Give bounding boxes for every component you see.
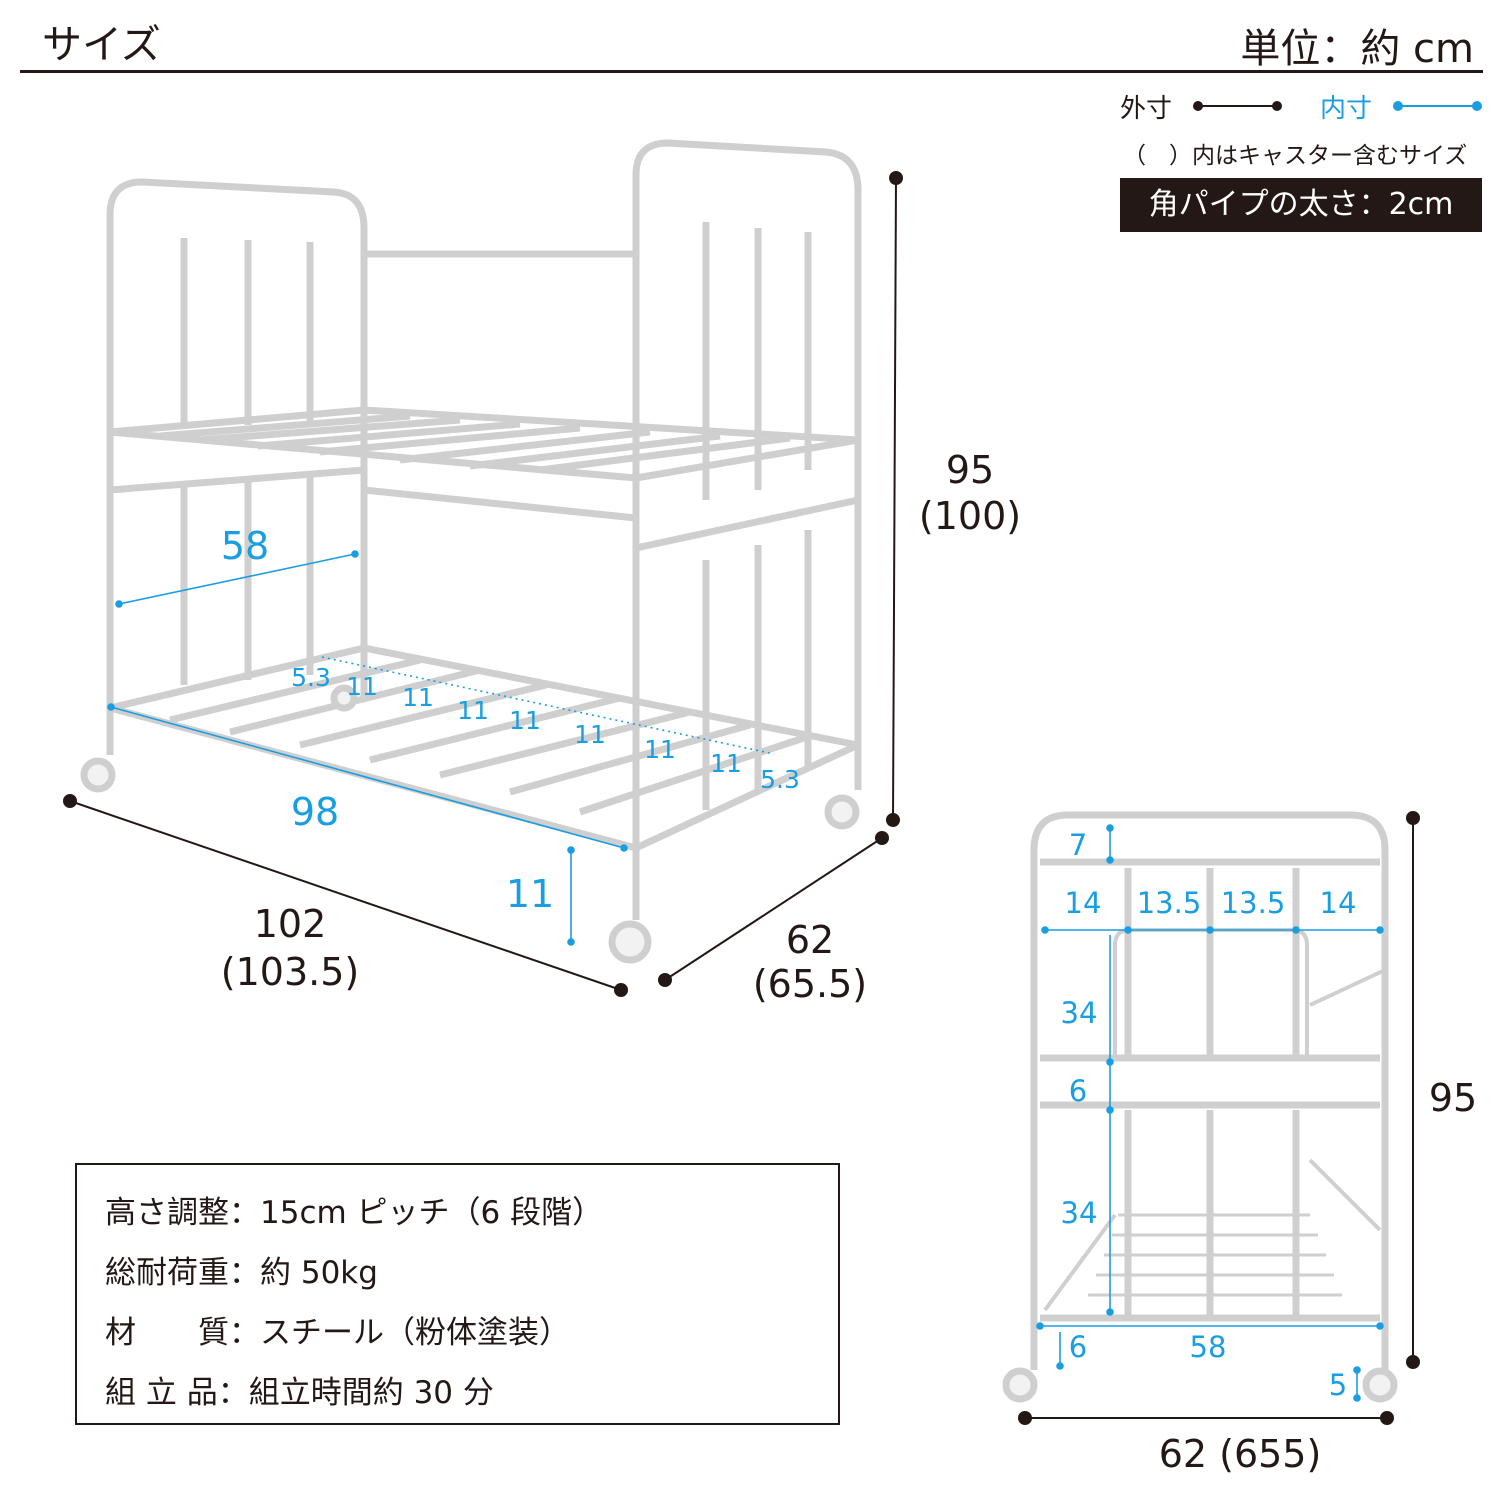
unit-label: 単位：約 cm (1240, 26, 1474, 72)
side-segment-label: 14 (1319, 886, 1357, 920)
slat-gap-label: 11 (509, 706, 541, 735)
pipe-thickness-badge: 角パイプの太さ：2cm (1120, 178, 1482, 232)
side-caster-gap-label: 5 (1328, 1368, 1348, 1402)
side-inner-dimensions (1036, 824, 1384, 1402)
side-inner-depth-label: 58 (1189, 1330, 1227, 1364)
spec-row: 高さ調整：15cm ピッチ（6 段階） (105, 1187, 603, 1232)
main-depth-caster-label: (65.5) (752, 962, 868, 1006)
page-title: サイズ (42, 22, 161, 68)
spec-value: スチール（粉体塗装） (260, 1315, 570, 1351)
main-inner-depth-label: 58 (220, 524, 270, 568)
spec-separator: ： (217, 1375, 249, 1411)
main-outer-dimensions (63, 171, 903, 997)
slat-gap-label: 11 (457, 696, 489, 725)
side-segment-label: 14 (1064, 886, 1102, 920)
main-slat-bottom-label: 11 (505, 872, 555, 916)
side-depth-label: 62 (655) (1158, 1432, 1322, 1476)
slat-gap-label: 11 (574, 720, 606, 749)
side-segment-label: 13.5 (1136, 886, 1202, 920)
side-mid-gap-label: 6 (1068, 1074, 1088, 1108)
side-bottom-offset-label: 6 (1068, 1330, 1088, 1364)
slat-gap-label: 11 (644, 735, 676, 764)
spec-box: 高さ調整：15cm ピッチ（6 段階） 総耐荷重：約 50kg 材 質：スチール… (75, 1163, 840, 1425)
spec-row: 総耐荷重：約 50kg (105, 1247, 378, 1292)
side-segment-label: 13.5 (1220, 886, 1286, 920)
spec-value: 組立時間約 30 分 (248, 1375, 494, 1411)
slat-gap-label: 11 (710, 749, 742, 778)
legend-outer-line (1193, 101, 1282, 111)
legend-inner-line (1393, 101, 1482, 111)
slat-end-label: 5.3 (760, 765, 800, 794)
main-width-label: 102 (253, 902, 327, 946)
spec-separator: ： (229, 1315, 260, 1351)
side-height-label: 95 (1428, 1076, 1478, 1120)
main-inner-dimensions (107, 550, 775, 946)
spec-label: 組 立 品 (105, 1375, 218, 1411)
header-divider (20, 70, 1483, 73)
side-upper-height-label: 34 (1060, 996, 1098, 1030)
spec-separator: ： (229, 1195, 260, 1231)
spec-value: 15cm ピッチ（6 段階） (260, 1195, 604, 1231)
slat-gap-label: 11 (402, 683, 434, 712)
main-height-label: 95 (945, 448, 995, 492)
spec-row: 組 立 品：組立時間約 30 分 (105, 1367, 494, 1412)
rack-perspective (80, 139, 862, 964)
legend-outer-label: 外寸 (1120, 94, 1173, 124)
spec-separator: ： (229, 1255, 260, 1291)
legend-inner-label: 内寸 (1320, 94, 1373, 124)
spec-row: 材 質：スチール（粉体塗装） (105, 1307, 570, 1352)
spec-label: 総耐荷重 (105, 1255, 229, 1291)
side-top-gap-label: 7 (1068, 828, 1088, 862)
slat-start-label: 5.3 (291, 663, 331, 692)
main-width-caster-label: (103.5) (220, 950, 360, 994)
main-height-caster-label: (100) (918, 494, 1022, 538)
slat-gap-label: 11 (346, 672, 378, 701)
main-depth-label: 62 (785, 918, 835, 962)
spec-label: 材 質 (105, 1315, 229, 1351)
legend-note: （ ）内はキャスター含むサイズ (1123, 143, 1468, 169)
spec-value: 約 50kg (260, 1255, 378, 1291)
side-lower-height-label: 34 (1060, 1196, 1098, 1230)
spec-label: 高さ調整 (105, 1195, 229, 1231)
rack-side-view (1002, 811, 1398, 1403)
side-outer-dimensions (1018, 811, 1420, 1425)
main-inner-width-label: 98 (290, 790, 340, 834)
